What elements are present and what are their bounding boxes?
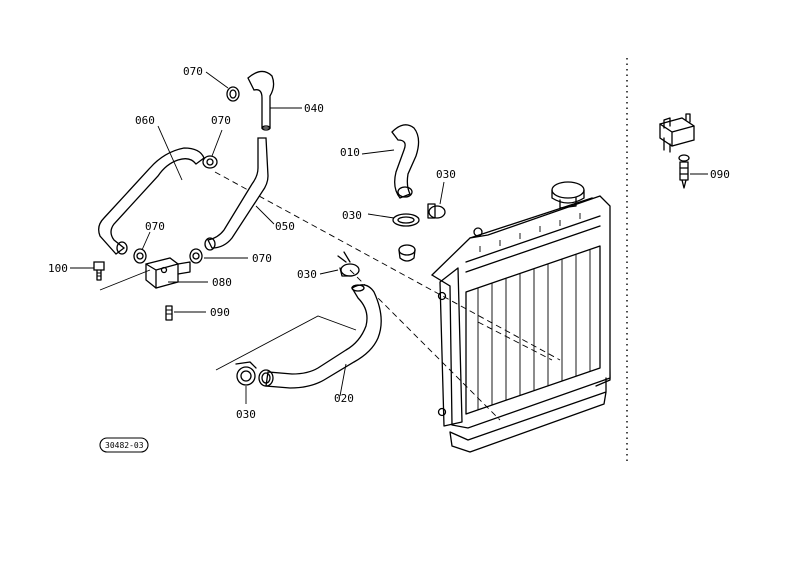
label-090-left: 090 — [210, 306, 230, 319]
reference-line-right — [477, 321, 553, 361]
bolt-100 — [93, 261, 105, 281]
hose-040 — [247, 70, 275, 131]
svg-text:30482-03: 30482-03 — [105, 441, 144, 450]
label-060: 060 — [135, 114, 155, 127]
radiator — [430, 181, 611, 453]
clamp-030-top-right — [427, 203, 446, 219]
drawing-number-stamp: 30482-03 — [99, 437, 149, 453]
clamp-070-top — [226, 86, 240, 102]
label-020: 020 — [334, 392, 354, 405]
label-070-upper: 070 — [211, 114, 231, 127]
label-030-top-right: 030 — [436, 168, 456, 181]
label-080: 080 — [212, 276, 232, 289]
label-100: 100 — [48, 262, 68, 275]
reference-line-top — [214, 171, 561, 361]
label-090-right: 090 — [710, 168, 730, 181]
clamp-030-upper — [392, 213, 420, 227]
label-030-upper: 030 — [342, 209, 362, 222]
label-070-top: 070 — [183, 65, 203, 78]
clamp-070-left — [133, 248, 147, 264]
clamp-030-lower — [235, 361, 257, 386]
label-030-lower: 030 — [236, 408, 256, 421]
hose-050 — [204, 137, 269, 251]
label-050: 050 — [275, 220, 295, 233]
thermostat — [398, 244, 416, 262]
sensor-090-left — [165, 305, 173, 321]
label-030-middle: 030 — [297, 268, 317, 281]
leader-lines — [70, 71, 708, 404]
hose-020 — [258, 284, 382, 389]
label-070-middle: 070 — [252, 252, 272, 265]
clamp-070-middle — [189, 248, 203, 264]
sensor-090-right — [659, 113, 695, 189]
label-070-left: 070 — [145, 220, 165, 233]
hose-060 — [98, 147, 205, 255]
clamp-070-upper — [202, 155, 218, 169]
label-010: 010 — [340, 146, 360, 159]
hose-010 — [391, 124, 420, 199]
bolt-100-leader — [99, 269, 151, 291]
hose-020-reference — [215, 315, 357, 371]
bracket-080 — [145, 257, 191, 289]
label-040: 040 — [304, 102, 324, 115]
clamp-030-middle — [337, 251, 360, 277]
